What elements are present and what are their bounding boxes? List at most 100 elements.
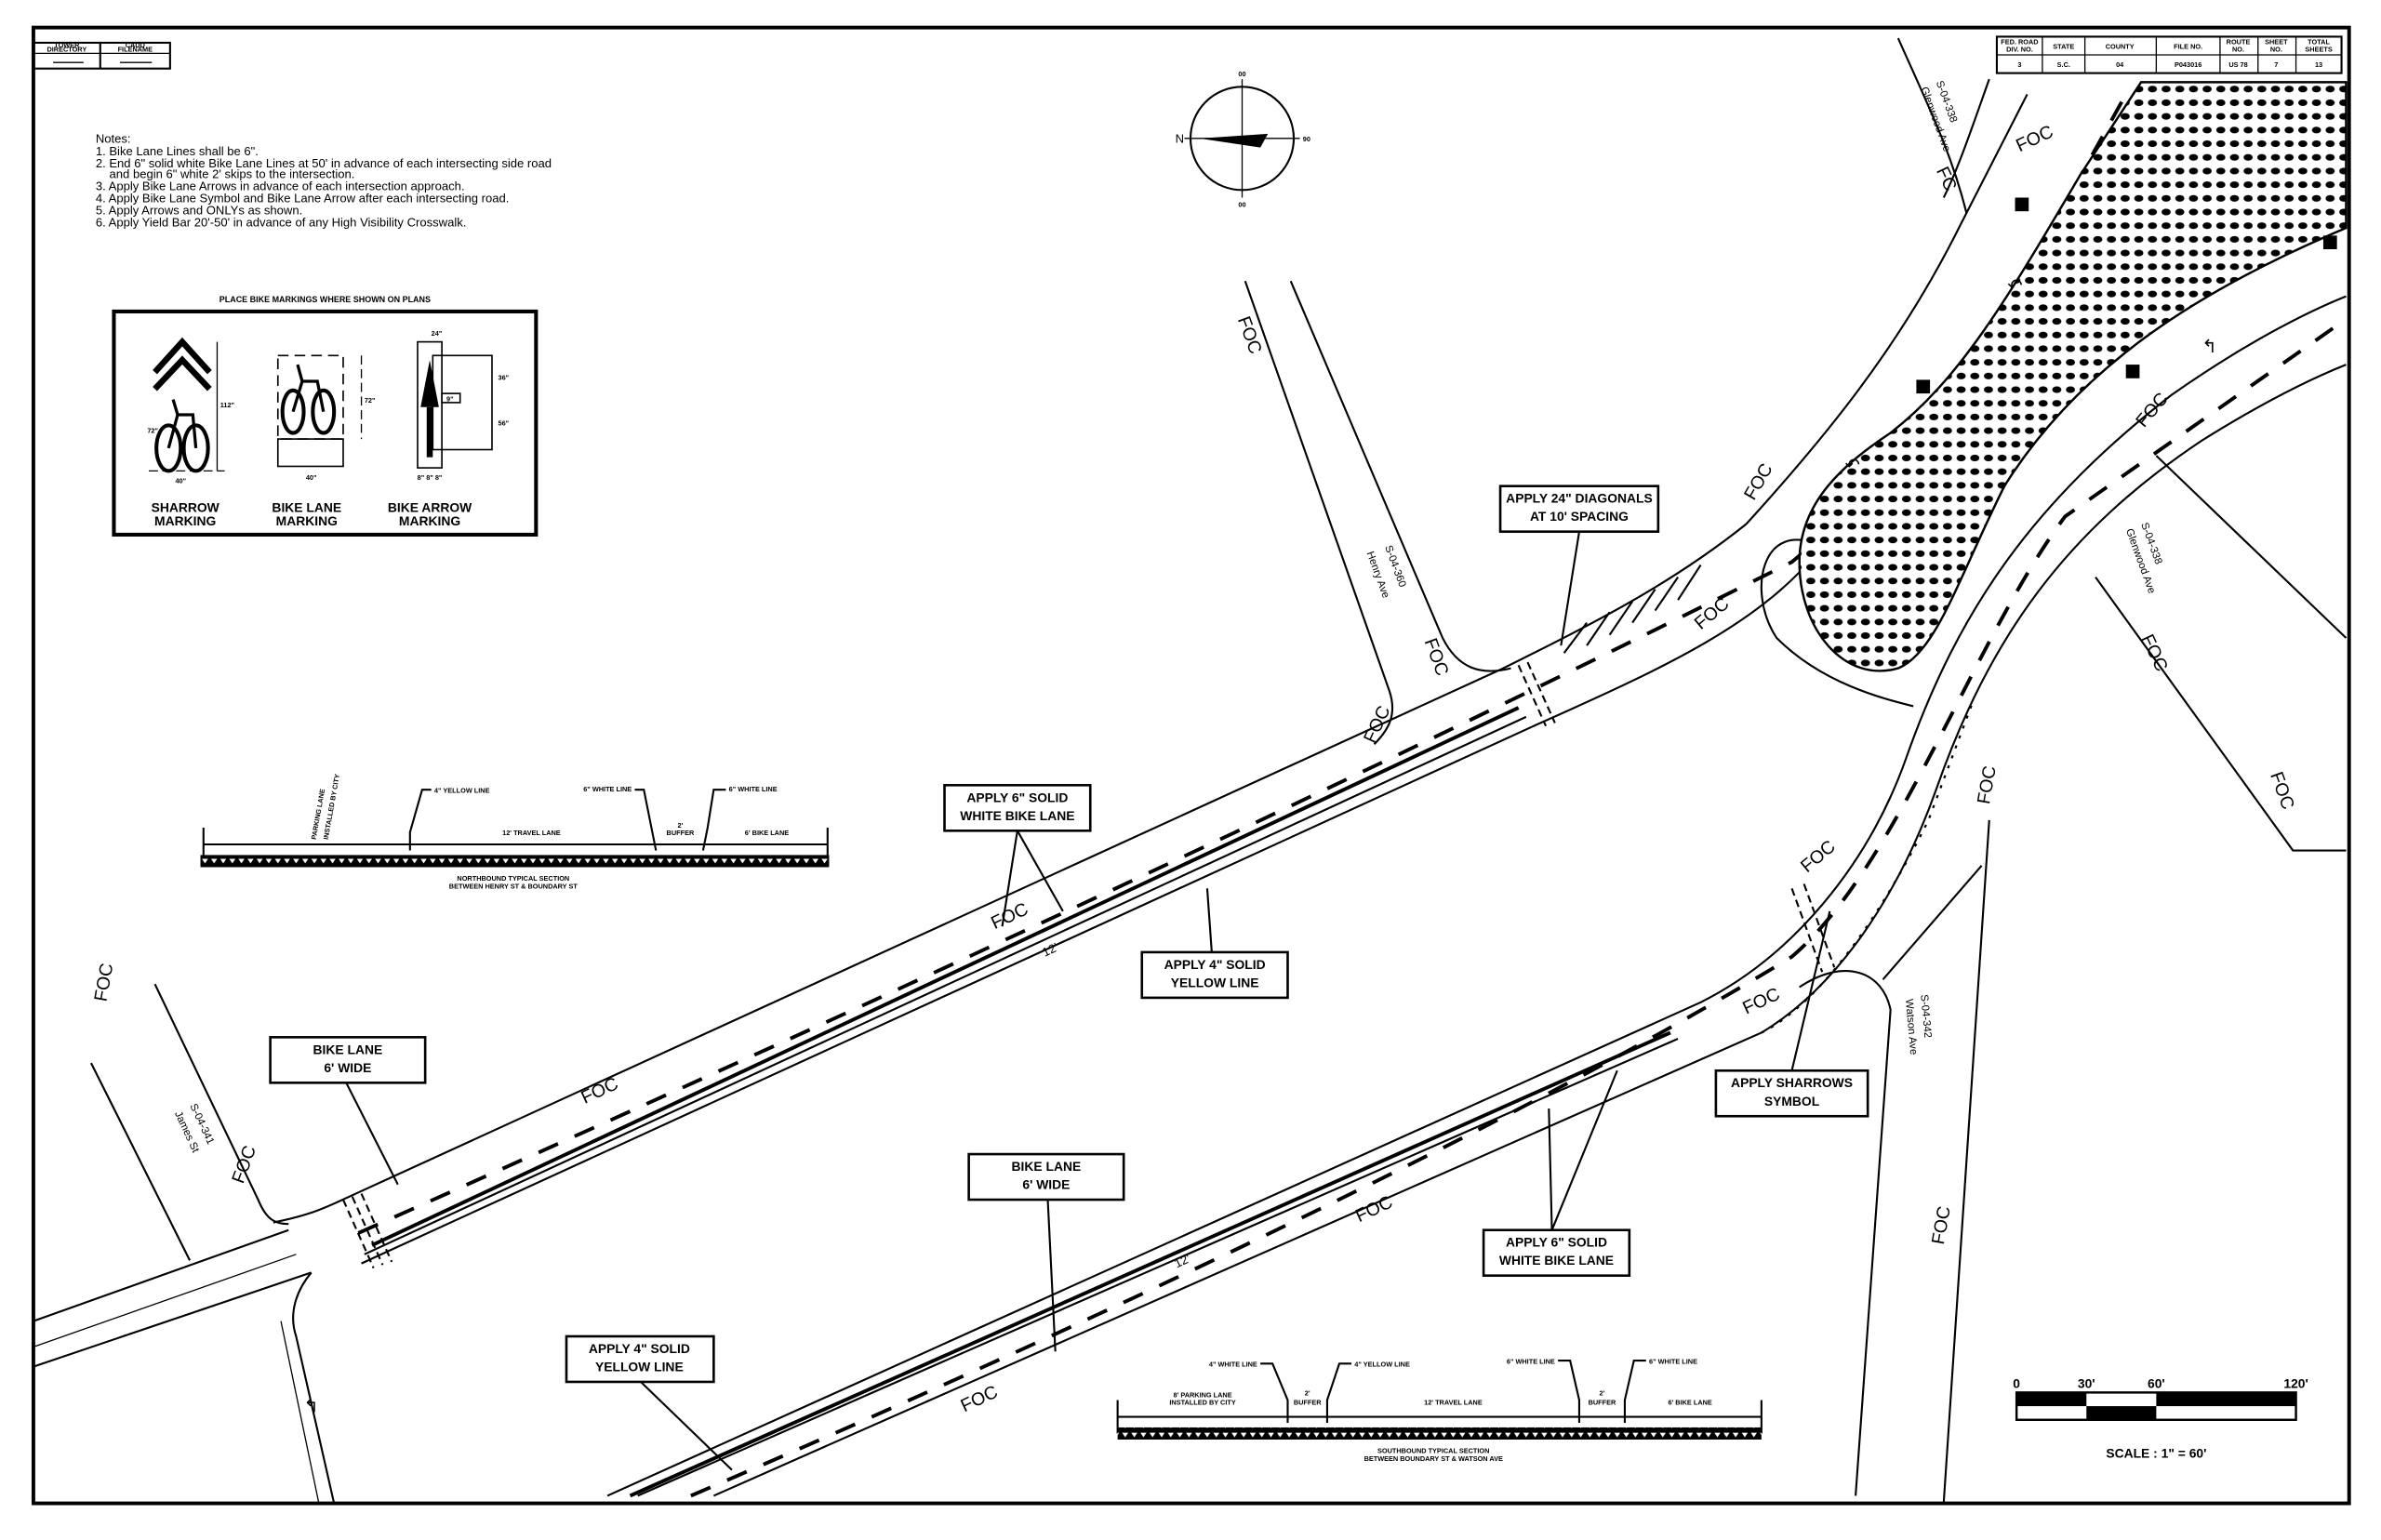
svg-text:BETWEEN HENRY ST & BOUNDARY ST: BETWEEN HENRY ST & BOUNDARY ST [449, 882, 579, 890]
note-item: and begin 6" white 2' skips to the inter… [110, 166, 355, 180]
svg-text:APPLY 6" SOLID: APPLY 6" SOLID [966, 790, 1068, 804]
svg-text:APPLY 4" SOLID: APPLY 4" SOLID [1164, 957, 1266, 972]
title-block-left: TOWER DIRECTORY CADD FILENAME [32, 41, 171, 70]
roundabout-island [1798, 81, 2348, 672]
notes-heading: Notes: [96, 132, 131, 146]
svg-text:56": 56" [499, 418, 510, 427]
northbound-typical-section: PARKING LANE INSTALLED BY CITY 4" YELLOW… [200, 773, 830, 890]
lane-arrow-icon: ↰ [304, 1397, 319, 1417]
svg-text:00: 00 [1238, 70, 1245, 78]
tower-directory-header: TOWER [54, 41, 80, 49]
svg-text:MARKING: MARKING [399, 513, 460, 528]
lane-arrow-icon: ↰ [2201, 337, 2216, 357]
svg-text:FOC: FOC [2013, 122, 2056, 156]
svg-text:COUNTY: COUNTY [2106, 42, 2135, 50]
svg-text:YELLOW LINE: YELLOW LINE [1171, 975, 1259, 989]
henry-ave-edge [1244, 280, 1394, 745]
svg-text:S-04-342: S-04-342 [1918, 994, 1933, 1039]
notes: Notes: 1. Bike Lane Lines shall be 6". 2… [96, 132, 552, 230]
svg-text:AT 10' SPACING: AT 10' SPACING [1530, 509, 1629, 524]
svg-text:SHARROW: SHARROW [152, 499, 220, 514]
svg-text:NORTHBOUND TYPICAL SECTION: NORTHBOUND TYPICAL SECTION [457, 874, 569, 883]
svg-text:FOC: FOC [91, 962, 118, 1003]
svg-text:24": 24" [432, 329, 443, 338]
total-sheets-value: 13 [2315, 60, 2322, 69]
sharrow-icon: 72" 112" 40" [147, 337, 234, 485]
james-st-edge [153, 983, 289, 1226]
callouts: APPLY 24" DIAGONALS AT 10' SPACING APPLY… [269, 485, 1869, 1471]
callout-solid-yellow-2 [565, 1334, 715, 1384]
svg-text:72": 72" [365, 396, 376, 405]
bike-lane-icon: 72" 40" [276, 354, 376, 482]
svg-text:FOC: FOC [958, 1382, 1002, 1416]
lane-width-label: 12' [1040, 940, 1060, 960]
bike-markings-legend: PLACE BIKE MARKINGS WHERE SHOWN ON PLANS… [112, 295, 539, 537]
svg-text:BUFFER: BUFFER [1294, 1398, 1322, 1406]
svg-text:90: 90 [1303, 135, 1310, 143]
svg-text:6' WIDE: 6' WIDE [1022, 1177, 1070, 1192]
svg-text:STATE: STATE [2053, 42, 2074, 50]
svg-text:6" WHITE LINE: 6" WHITE LINE [1507, 1357, 1555, 1365]
title-block-right: FED. ROAD DIV. NO. STATE COUNTY FILE NO.… [1995, 35, 2343, 74]
sheet-value: 7 [2274, 60, 2278, 69]
svg-text:INSTALLED BY CITY: INSTALLED BY CITY [322, 773, 341, 840]
yield-marker [2322, 235, 2337, 249]
callout-solid-white-2 [1482, 1228, 1631, 1277]
svg-text:FOC: FOC [2132, 389, 2172, 431]
svg-text:BUFFER: BUFFER [667, 829, 695, 837]
lane-arrow-icon: ↶ [2007, 276, 2022, 297]
route-value: US 78 [2228, 60, 2247, 69]
svg-text:YELLOW LINE: YELLOW LINE [595, 1360, 684, 1374]
svg-text:SHEET: SHEET [2265, 38, 2288, 46]
svg-text:FILE NO.: FILE NO. [2174, 42, 2202, 50]
svg-text:APPLY 6" SOLID: APPLY 6" SOLID [1506, 1235, 1607, 1250]
svg-text:6' WIDE: 6' WIDE [324, 1060, 371, 1075]
north-arrow-compass: N 00 90 00 [1176, 70, 1310, 208]
svg-text:WHITE BIKE LANE: WHITE BIKE LANE [960, 808, 1074, 823]
lane-arrow-icon: ↶ [1845, 455, 1860, 475]
note-item: 4. Apply Bike Lane Symbol and Bike Lane … [96, 191, 510, 205]
state-value: S.C. [2057, 60, 2070, 69]
svg-text:FOC: FOC [1928, 1204, 1955, 1246]
svg-text:BIKE LANE: BIKE LANE [313, 1042, 383, 1056]
svg-text:6' BIKE LANE: 6' BIKE LANE [1668, 1398, 1711, 1406]
svg-text:30': 30' [2078, 1375, 2095, 1390]
svg-text:DIRECTORY: DIRECTORY [47, 46, 86, 54]
svg-text:FOC: FOC [988, 899, 1031, 934]
svg-text:NO.: NO. [2232, 46, 2244, 54]
scale-label: SCALE : 1" = 60' [2106, 1446, 2206, 1461]
yield-marker [2015, 197, 2029, 212]
svg-text:FOC: FOC [2266, 769, 2298, 812]
county-value: 04 [2116, 60, 2124, 69]
callout-bike-lane-2 [967, 1152, 1125, 1201]
svg-text:DIV. NO.: DIV. NO. [2006, 46, 2033, 54]
yield-marker [2125, 365, 2140, 378]
yield-marker [1916, 379, 1931, 394]
svg-text:0: 0 [2013, 1375, 2020, 1390]
svg-text:MARKING: MARKING [276, 513, 338, 528]
svg-text:BIKE LANE: BIKE LANE [272, 499, 341, 514]
diagonal-hatching [1563, 564, 1702, 654]
svg-text:12' TRAVEL LANE: 12' TRAVEL LANE [502, 829, 561, 837]
crosswalk [1790, 883, 1836, 973]
callout-diagonals [1498, 485, 1660, 533]
svg-text:4" YELLOW LINE: 4" YELLOW LINE [1354, 1361, 1410, 1369]
svg-text:INSTALLED BY CITY: INSTALLED BY CITY [1169, 1398, 1235, 1406]
svg-text:60': 60' [2148, 1375, 2165, 1390]
svg-text:4" YELLOW LINE: 4" YELLOW LINE [434, 786, 490, 794]
callout-solid-yellow-1 [1140, 950, 1289, 1000]
svg-text:6" WHITE LINE: 6" WHITE LINE [583, 785, 632, 793]
sheet-border [31, 25, 2351, 1506]
note-item: 1. Bike Lane Lines shall be 6". [96, 144, 259, 158]
svg-text:WHITE BIKE LANE: WHITE BIKE LANE [1499, 1253, 1614, 1268]
svg-text:BETWEEN BOUNDARY ST & WATSON A: BETWEEN BOUNDARY ST & WATSON AVE [1364, 1454, 1503, 1463]
svg-text:FILENAME: FILENAME [118, 46, 153, 54]
svg-text:12' TRAVEL LANE: 12' TRAVEL LANE [1424, 1398, 1483, 1406]
svg-text:2': 2' [678, 821, 684, 830]
bike-arrow-icon: 24" 36" 56" 9" 8" 8" 8" [417, 329, 510, 482]
southbound-typical-section: 4" WHITE LINE 4" YELLOW LINE 6" WHITE LI… [1116, 1357, 1762, 1463]
svg-text:BUFFER: BUFFER [1589, 1398, 1616, 1406]
scale-bar: 0 30' 60' 120' SCALE : 1" = 60' [2013, 1375, 2308, 1460]
roadway-linework: ↶ ↶ ↰ ↰ [33, 37, 2348, 1504]
glenwood-ave-edge [2095, 577, 2347, 852]
